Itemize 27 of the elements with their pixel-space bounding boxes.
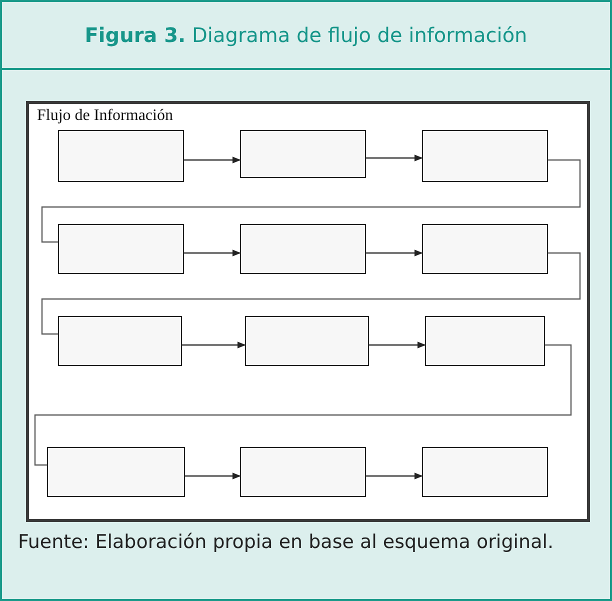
caption: Fuente: Elaboración propia en base al esquema original.: [18, 530, 555, 555]
arrow: [369, 342, 426, 348]
arrow: [182, 342, 246, 348]
process-box: [240, 224, 366, 274]
arrow: [366, 154, 423, 162]
figure-title: Figura 3. Diagrama de flujo de información: [84, 23, 528, 47]
process-box: [240, 447, 366, 497]
process-box: [422, 447, 548, 497]
process-box: [58, 130, 184, 182]
arrow: [184, 250, 241, 256]
connector-line: [34, 344, 572, 466]
frame-title: Flujo de Información: [37, 107, 173, 125]
diagram-frame: [26, 101, 590, 522]
process-box: [47, 447, 185, 497]
arrow: [185, 472, 241, 480]
process-box: [422, 224, 548, 274]
process-box: [422, 130, 548, 182]
connector-line: [41, 252, 581, 335]
process-box: [425, 316, 545, 366]
arrow: [184, 156, 241, 164]
process-box: [240, 130, 366, 178]
process-box: [58, 316, 182, 366]
connector-line: [41, 159, 581, 243]
arrow: [366, 250, 423, 256]
arrow: [366, 472, 423, 480]
process-box: [245, 316, 369, 366]
process-box: [58, 224, 184, 274]
